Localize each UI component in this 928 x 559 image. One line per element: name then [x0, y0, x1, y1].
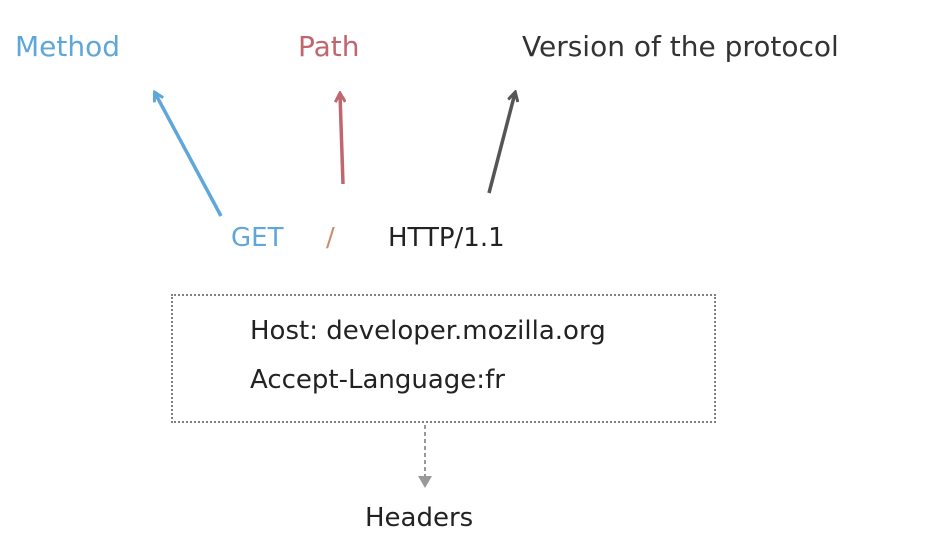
headers-box: [171, 294, 716, 423]
headers-caption: Headers: [365, 503, 474, 533]
request-method: GET: [231, 223, 284, 253]
path-arrow: [340, 94, 343, 185]
header-line-accept-language: Accept-Language:fr: [250, 365, 505, 395]
path-label: Path: [298, 30, 360, 63]
version-label: Version of the protocol: [522, 30, 839, 63]
header-line-host: Host: developer.mozilla.org: [250, 316, 606, 346]
request-version: HTTP/1.1: [388, 223, 505, 253]
method-arrow: [155, 93, 223, 217]
version-arrow: [487, 93, 515, 194]
request-path: /: [326, 223, 335, 253]
method-label: Method: [15, 30, 121, 63]
